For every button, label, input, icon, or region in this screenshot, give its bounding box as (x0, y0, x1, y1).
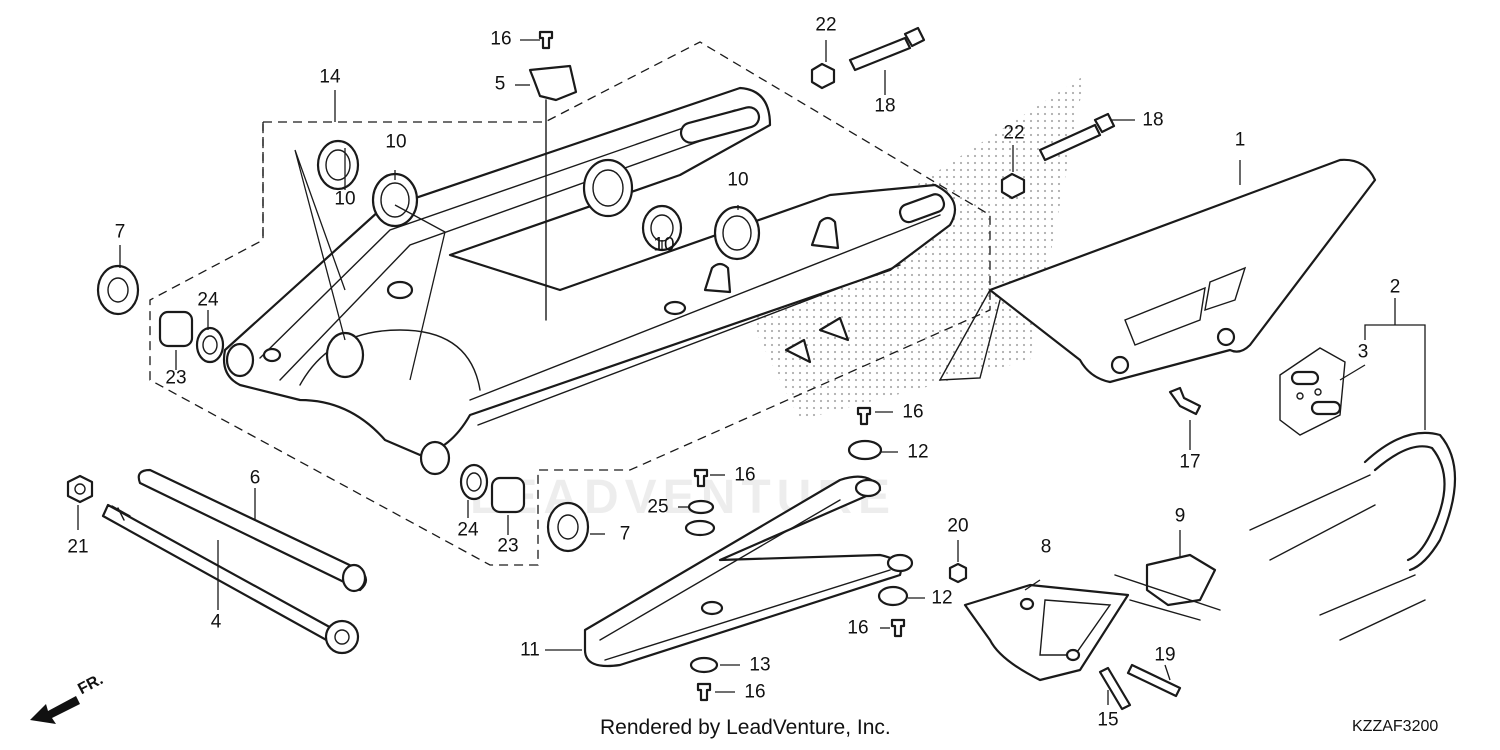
drive-chain-icon (1249, 431, 1456, 641)
callout-24a: 24 (197, 290, 219, 311)
callout-14: 14 (319, 67, 341, 88)
guard-block-icon (1114, 553, 1221, 621)
callout-7b: 7 (620, 524, 631, 545)
callout-20: 20 (947, 516, 968, 537)
master-link-icon (1279, 347, 1346, 436)
callout-21: 21 (67, 537, 88, 558)
callout-1: 1 (1235, 130, 1246, 151)
callout-8: 8 (1041, 537, 1052, 558)
diagram-code: KZZAF3200 (1352, 718, 1439, 735)
callout-12b: 12 (931, 588, 952, 609)
bolt-icon (538, 26, 1202, 711)
callout-9: 9 (1175, 506, 1186, 527)
pivot-collar-icon (137, 468, 368, 593)
callout-18a: 18 (874, 96, 895, 117)
direction-arrow-icon (30, 696, 80, 724)
callout-16d: 16 (847, 618, 868, 639)
nut-icon (66, 62, 1026, 584)
callout-4: 4 (211, 612, 222, 633)
callout-12a: 12 (907, 442, 928, 463)
callout-16c: 16 (734, 465, 755, 486)
swingarm-icon (222, 86, 957, 476)
callout-7a: 7 (115, 222, 126, 243)
chain-guide-clip-icon (528, 64, 578, 321)
callout-17: 17 (1179, 452, 1200, 473)
callout-labels: 1 2 3 4 5 6 7 7 8 9 10 10 10 10 11 12 12… (67, 15, 1400, 731)
callout-10c: 10 (653, 235, 674, 256)
callout-19: 19 (1154, 645, 1175, 666)
chain-case-icon (938, 158, 1377, 384)
callout-22a: 22 (815, 15, 836, 36)
callout-23a: 23 (165, 368, 186, 389)
leader-lines (77, 39, 1426, 705)
footer-credit: Rendered by LeadVenture, Inc. (600, 716, 891, 739)
callout-25: 25 (647, 497, 668, 518)
callout-16e: 16 (744, 682, 765, 703)
grommet-icon (689, 439, 909, 674)
callout-16a: 16 (490, 29, 511, 50)
bearing-icon (96, 264, 590, 553)
callout-16b: 16 (902, 402, 923, 423)
washer-icon (684, 499, 716, 537)
callout-10b: 10 (385, 132, 406, 153)
pivot-bolt-icon (101, 503, 360, 655)
callout-22b: 22 (1003, 123, 1024, 144)
callout-6: 6 (250, 468, 261, 489)
callout-13: 13 (749, 655, 770, 676)
callout-24b: 24 (457, 520, 479, 541)
assembly-frame (149, 41, 991, 566)
chain-slider-icon (583, 475, 914, 668)
callout-23b: 23 (497, 536, 518, 557)
callout-18b: 18 (1142, 110, 1163, 131)
callout-15: 15 (1097, 710, 1118, 731)
callout-10d: 10 (727, 170, 748, 191)
rear-sprocket-guard-icon (963, 583, 1130, 682)
callout-2: 2 (1390, 277, 1401, 298)
callout-11: 11 (520, 640, 540, 661)
callout-10a: 10 (334, 189, 355, 210)
callout-3: 3 (1358, 342, 1369, 363)
callout-5: 5 (495, 74, 506, 95)
